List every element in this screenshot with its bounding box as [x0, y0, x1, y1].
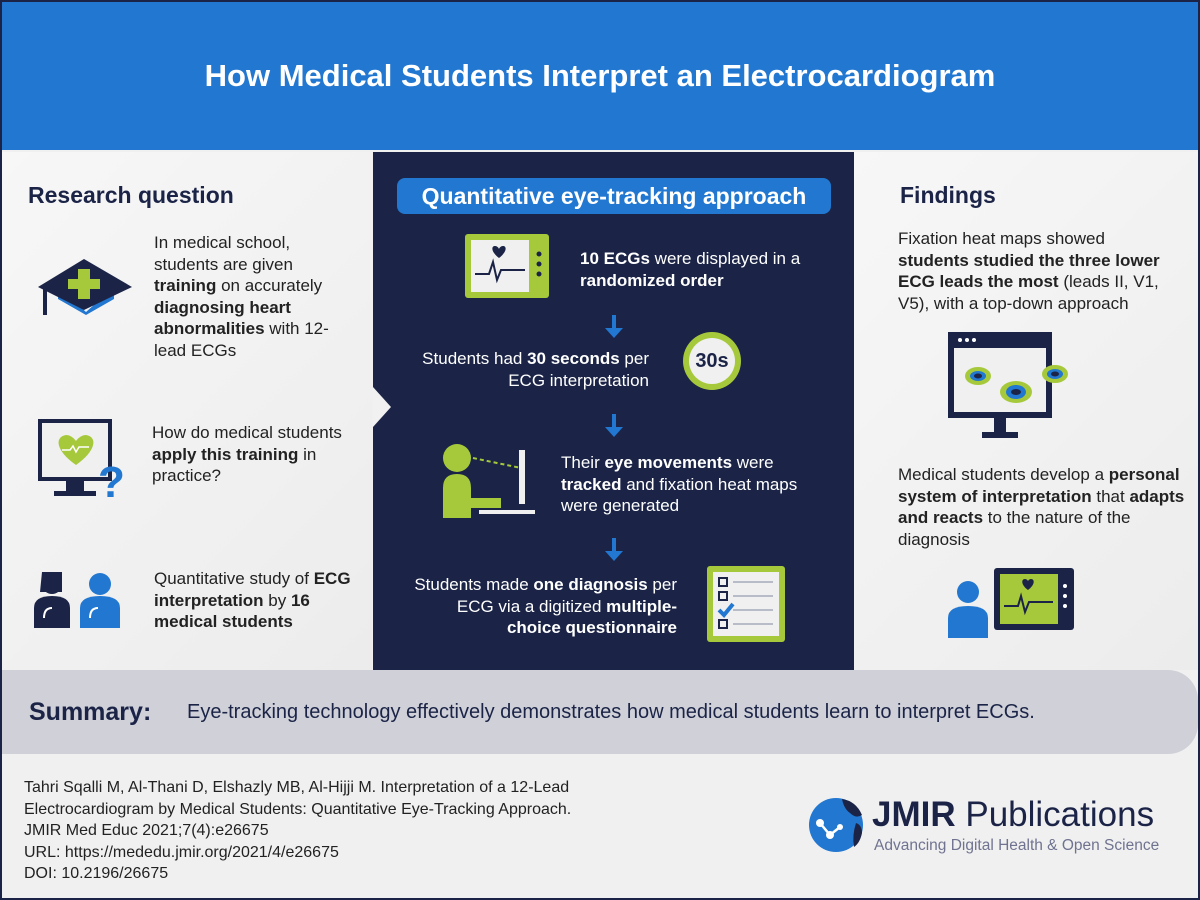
svg-text:?: ? — [98, 458, 124, 503]
globe-logo-icon — [809, 798, 863, 852]
stopwatch-icon: 30s — [683, 332, 741, 390]
findings-heading: Findings — [900, 182, 996, 208]
findings-item-2: Medical students develop a personal syst… — [898, 464, 1188, 550]
text-segment: Students had — [422, 349, 528, 368]
emphasis-text: 10 ECGs — [580, 249, 650, 268]
text-segment: In medical school, students are given — [154, 233, 293, 274]
summary-label: Summary: — [29, 697, 152, 726]
emphasis-text: 30 seconds — [527, 349, 620, 368]
text-segment: Quantitative study of — [154, 569, 314, 588]
text-segment: Their — [561, 453, 605, 472]
findings-panel: Findings Fixation heat maps showed stude… — [854, 152, 1198, 670]
timer-label: 30s — [689, 338, 735, 384]
summary-text: Eye-tracking technology effectively demo… — [187, 700, 1035, 723]
text-segment: to the nature of the diagnosis — [898, 508, 1131, 549]
research-item-3: Quantitative study of ECG interpretation… — [154, 568, 354, 633]
citation-line: JMIR Med Educ 2021;7(4):e26675 — [24, 822, 269, 839]
text-segment: in practice? — [152, 444, 317, 486]
emphasis-text: 16 medical students — [154, 590, 310, 632]
text-segment: with 12-lead ECGs — [154, 319, 329, 360]
text-segment: per ECG via a digitized — [456, 575, 677, 616]
header: How Medical Students Interpret an Electr… — [2, 2, 1198, 150]
emphasis-text: tracked — [561, 474, 622, 494]
citation: Tahri Sqalli M, Al-Thani D, Elshazly MB,… — [24, 777, 571, 885]
doctors-icon — [34, 572, 120, 628]
research-heading: Research question — [28, 182, 234, 208]
citation-line: Tahri Sqalli M, Al-Thani D, Elshazly MB,… — [24, 779, 570, 796]
approach-step-1: 10 ECGs were displayed in a randomized o… — [580, 248, 810, 291]
checklist-icon — [707, 566, 785, 642]
monitor-heart-question-icon: ? — [38, 419, 124, 503]
approach-step-4: Students made one diagnosis per ECG via … — [413, 574, 677, 639]
logo-name-rest: Publications — [955, 795, 1155, 834]
emphasis-text: training — [154, 276, 217, 295]
emphasis-text: multiple-choice questionnaire — [506, 596, 677, 638]
heatmap-monitor-icon — [948, 332, 1052, 438]
page-title: How Medical Students Interpret an Electr… — [204, 58, 996, 93]
emphasis-text: ECG interpretation — [154, 569, 351, 610]
ecg-monitor-icon — [465, 234, 549, 298]
text-segment: Students made — [414, 575, 534, 594]
research-item-1: In medical school, students are given tr… — [154, 232, 354, 361]
emphasis-text: apply this training — [152, 444, 299, 464]
citation-url[interactable]: URL: https://mededu.jmir.org/2021/4/e266… — [24, 843, 339, 861]
text-segment: were displayed in a — [649, 249, 801, 268]
emphasis-text: adapts and reacts — [898, 486, 1185, 528]
text-segment: Medical students develop a — [898, 465, 1109, 484]
emphasis-text: students studied the three lower ECG lea… — [898, 250, 1160, 292]
emphasis-text: one diagnosis — [533, 575, 648, 594]
approach-step-3: Their eye movements were tracked and fix… — [561, 452, 821, 517]
citation-line: Electrocardiogram by Medical Students: Q… — [24, 800, 572, 818]
graduation-cap-icon — [38, 259, 132, 315]
divider-notch — [373, 387, 391, 427]
citation-doi[interactable]: DOI: 10.2196/26675 — [24, 865, 169, 882]
heatmap-blob — [1042, 365, 1068, 383]
doctor-ecg-icon — [948, 568, 1074, 638]
text-segment: on accurately — [216, 276, 323, 295]
emphasis-text: diagnosing heart abnormalities — [154, 297, 291, 339]
emphasis-text: eye movements — [604, 453, 733, 472]
approach-step-2: Students had 30 seconds per ECG interpre… — [413, 348, 649, 391]
approach-heading: Quantitative eye-tracking approach — [397, 178, 831, 214]
emphasis-text: randomized order — [580, 270, 724, 290]
text-segment: (leads II, V1, V5), with a top-down appr… — [898, 272, 1159, 313]
text-segment: and fixation heat maps were generated — [561, 474, 798, 516]
text-segment: per ECG interpretation — [508, 349, 649, 390]
text-segment: that — [1091, 486, 1130, 506]
text-segment: Fixation heat maps showed — [898, 229, 1105, 248]
text-segment: How do medical students — [152, 423, 342, 442]
summary-bar: Summary: Eye-tracking technology effecti… — [2, 670, 1198, 754]
research-item-2: How do medical students apply this train… — [152, 422, 352, 487]
research-panel: Research question In medical school, stu… — [2, 152, 372, 670]
logo-tagline: Advancing Digital Health & Open Science — [874, 837, 1160, 854]
findings-item-1: Fixation heat maps showed students studi… — [898, 228, 1178, 314]
eye-tracking-person-icon — [443, 444, 535, 518]
text-segment: were — [732, 453, 774, 472]
text-segment: by — [263, 590, 291, 610]
emphasis-text: personal system of interpretation — [898, 465, 1180, 506]
logo-name-bold: JMIR — [872, 795, 956, 834]
approach-panel: Quantitative eye-tracking approach 10 EC… — [373, 152, 854, 670]
